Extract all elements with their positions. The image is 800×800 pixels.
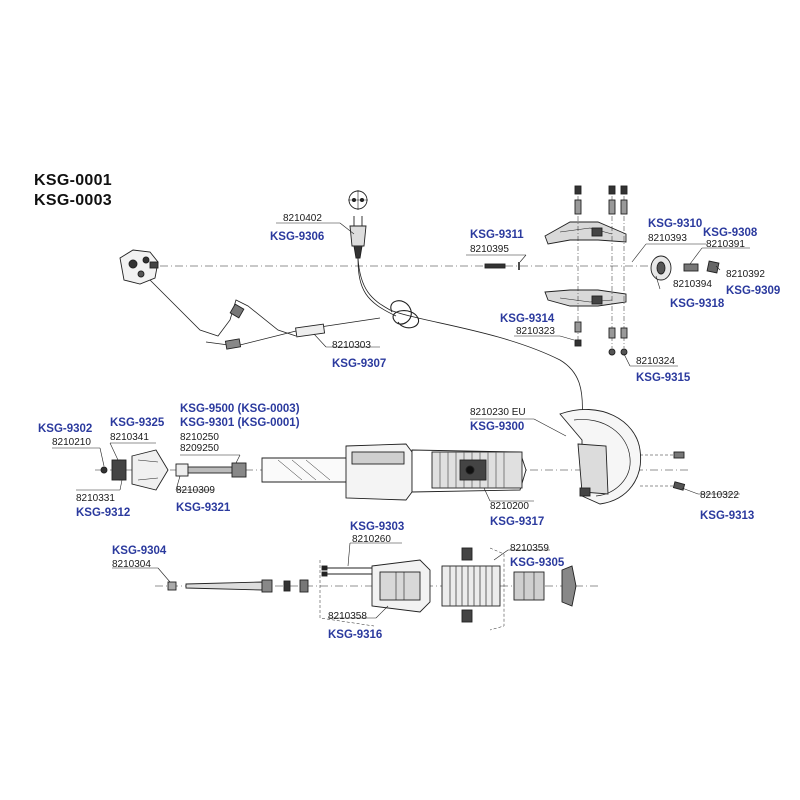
guard-bracket <box>544 185 628 356</box>
label-ksg-9300: KSG-9300 <box>470 421 525 433</box>
motor-housing <box>345 443 527 501</box>
label-8210324: 8210324 <box>636 356 675 367</box>
label-ksg-9302: KSG-9302 <box>38 423 93 435</box>
lower-assembly <box>155 547 598 631</box>
label-8210341: 8210341 <box>110 432 149 443</box>
switch-housing <box>119 249 159 285</box>
mains-plug <box>348 190 368 259</box>
label-ksg-9318: KSG-9318 <box>670 298 725 310</box>
label-ksg-9305: KSG-9305 <box>510 557 565 569</box>
label-ksg-9313: KSG-9313 <box>700 510 755 522</box>
label-8210322: 8210322 <box>700 490 739 501</box>
label-8210395: 8210395 <box>470 244 509 255</box>
label-ksg-9309: KSG-9309 <box>726 285 781 297</box>
cord-coil <box>390 300 420 329</box>
screw-8210395 <box>484 263 506 269</box>
label-ksg-9307: KSG-9307 <box>332 358 387 370</box>
label-8210393: 8210393 <box>648 233 687 244</box>
label-ksg-9304: KSG-9304 <box>112 545 167 557</box>
motor-shaft <box>185 581 263 591</box>
label-ksg-9316: KSG-9316 <box>328 629 383 641</box>
label-8210391: 8210391 <box>706 239 745 250</box>
label-8210392: 8210392 <box>726 269 765 280</box>
label-ksg-9315: KSG-9315 <box>636 372 691 384</box>
label-8210402: 8210402 <box>283 213 322 224</box>
label-8210309: 8210309 <box>176 485 215 496</box>
power-cord <box>357 257 583 421</box>
label-ksg-9306: KSG-9306 <box>270 231 325 243</box>
label-8210260: 8210260 <box>352 534 391 545</box>
model-title-ksg-0003: KSG-0003 <box>34 192 112 209</box>
washer-8210210 <box>100 466 108 474</box>
leader-lines <box>52 222 750 619</box>
cord-connector <box>224 338 242 350</box>
label-8210303: 8210303 <box>332 340 371 351</box>
label-ksg-9321: KSG-9321 <box>176 502 231 514</box>
main-tube <box>261 457 351 483</box>
label-8210304: 8210304 <box>112 559 151 570</box>
label-ksg-9317: KSG-9317 <box>490 516 545 528</box>
label-ksg-9500: KSG-9500 (KSG-0003) <box>180 403 300 415</box>
spool-head <box>111 449 169 491</box>
middle-assembly <box>95 409 690 505</box>
label-ksg-9310: KSG-9310 <box>648 218 703 230</box>
label-ksg-9325: KSG-9325 <box>110 417 165 429</box>
drive-shaft <box>175 462 247 478</box>
label-8210250: 8210250 <box>180 432 219 443</box>
label-ksg-9308: KSG-9308 <box>703 227 758 239</box>
label-ksg-9303: KSG-9303 <box>350 521 405 533</box>
label-ksg-9301: KSG-9301 (KSG-0001) <box>180 417 300 429</box>
cord-strain-relief <box>295 323 326 338</box>
label-8210359: 8210359 <box>510 543 549 554</box>
motor-block <box>371 547 577 623</box>
upper-assembly <box>119 185 720 421</box>
label-8210358: 8210358 <box>328 611 367 622</box>
extension-cord <box>149 279 297 337</box>
label-8210331: 8210331 <box>76 493 115 504</box>
model-title-ksg-0001: KSG-0001 <box>34 172 112 189</box>
label-ksg-9312: KSG-9312 <box>76 507 131 519</box>
label-8210210: 8210210 <box>52 437 91 448</box>
bearing-8210304 <box>167 581 177 591</box>
label-8210323: 8210323 <box>516 326 555 337</box>
label-ksg-9314: KSG-9314 <box>500 313 555 325</box>
label-8210230-eu: 8210230 EU <box>470 407 526 418</box>
adjuster-knob-group <box>650 255 720 281</box>
label-8210200: 8210200 <box>490 501 529 512</box>
label-8210394: 8210394 <box>673 279 712 290</box>
label-ksg-9311: KSG-9311 <box>470 229 524 241</box>
trimmer-guard <box>559 409 686 505</box>
label-8209250: 8209250 <box>180 443 219 454</box>
